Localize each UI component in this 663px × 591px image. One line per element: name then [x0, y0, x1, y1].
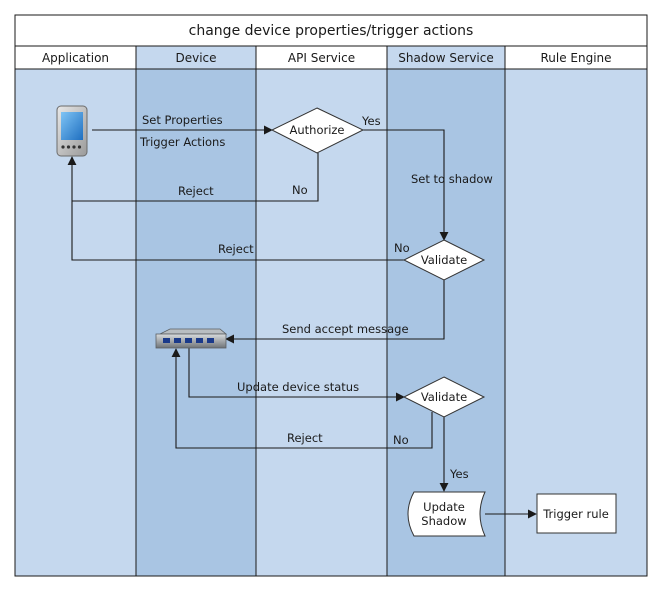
trigger-rule-process: [536, 493, 617, 534]
validate-decision-2: [402, 376, 486, 418]
label-trigger-actions: Trigger Actions: [139, 135, 225, 149]
edge-update-device-status: [188, 348, 405, 402]
label-reject-authorize: Reject: [178, 184, 214, 198]
label-set-properties: Set Properties: [142, 113, 223, 127]
lane-label-application: Application: [42, 51, 109, 65]
edge-authorize-no-reject: [72, 153, 319, 202]
diagram-title: change device properties/trigger actions: [189, 23, 474, 39]
validate-2-label: Validate: [421, 390, 467, 404]
lane-api-service-bg: [256, 69, 387, 576]
lane-label-shadow-service: Shadow Service: [398, 51, 494, 65]
network-switch-icon: [155, 328, 228, 349]
label-send-accept: Send accept message: [282, 322, 409, 336]
authorize-label: Authorize: [289, 123, 344, 137]
edge-authorize-yes: [363, 129, 449, 241]
lane-label-device: Device: [175, 51, 216, 65]
lane-device-bg: [136, 69, 256, 576]
label-no-authorize: No: [292, 183, 308, 197]
mobile-phone-icon: [56, 105, 88, 157]
lane-borders: [14, 14, 648, 577]
authorize-decision: [270, 107, 365, 154]
trigger-rule-label: Trigger rule: [542, 507, 609, 521]
update-shadow-label-line1: Update: [423, 500, 465, 514]
edge-validate1-no-reject: [67, 156, 404, 261]
label-no-validate-1: No: [394, 241, 410, 255]
label-yes-validate-2: Yes: [449, 467, 469, 481]
label-no-validate-2: No: [393, 433, 409, 447]
lane-label-rule-engine: Rule Engine: [540, 51, 611, 65]
lane-label-api-service: API Service: [288, 51, 355, 65]
validate-1-label: Validate: [421, 253, 467, 267]
edge-send-accept: [225, 280, 445, 344]
edge-validate2-no-reject: [171, 348, 433, 449]
validate-decision-1: [402, 239, 486, 281]
label-set-to-shadow: Set to shadow: [411, 172, 493, 186]
update-shadow-storage: [407, 491, 486, 537]
label-reject-validate-1: Reject: [218, 242, 254, 256]
update-shadow-label-line2: Shadow: [421, 514, 466, 528]
label-yes-authorize: Yes: [361, 114, 381, 128]
label-update-device-status: Update device status: [237, 380, 359, 394]
lane-rule-engine-bg: [505, 69, 647, 576]
label-reject-validate-2: Reject: [287, 431, 323, 445]
